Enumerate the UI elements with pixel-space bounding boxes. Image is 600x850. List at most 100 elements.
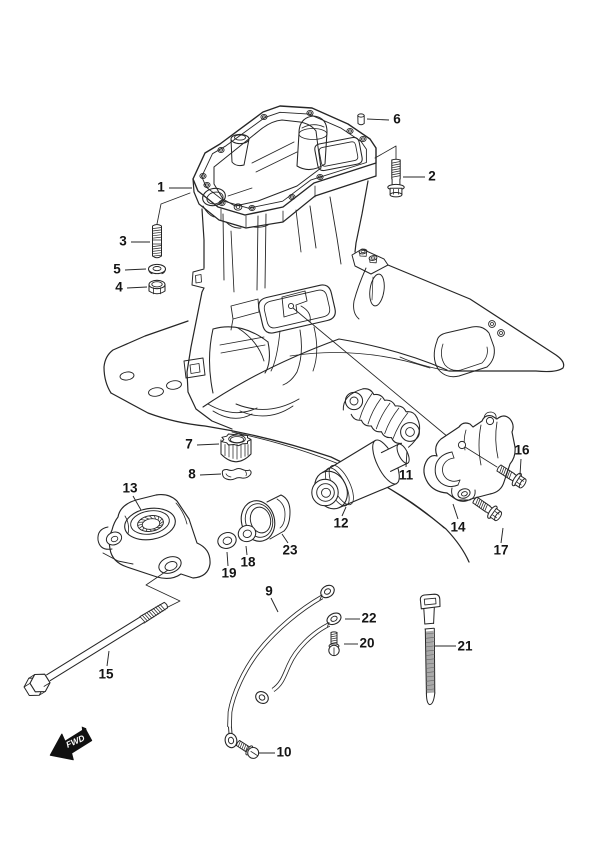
cable-long-lower-terminal (224, 732, 238, 749)
detail-path (451, 487, 476, 501)
part-6-pin (357, 113, 365, 126)
leader-line-19 (226, 551, 229, 567)
detail-path (264, 213, 267, 289)
part-20-screw (328, 631, 340, 657)
detail-ellipse (262, 115, 266, 119)
detail-line (425, 662, 435, 665)
part-10-screw (235, 740, 260, 759)
detail-path (369, 258, 377, 264)
detail-path (362, 388, 418, 419)
detail-ellipse (518, 478, 527, 489)
cable-long (227, 595, 324, 728)
detail-line (245, 745, 249, 752)
part-label-19: 19 (221, 566, 236, 581)
detail-path (419, 593, 441, 610)
fwd-arrow-edge (81, 726, 87, 733)
detail-line (516, 482, 522, 486)
fwd-arrow (49, 726, 93, 761)
part-3-stud (152, 224, 162, 259)
part-label-4: 4 (115, 280, 123, 295)
detail-ellipse (494, 511, 503, 522)
leader-part3-install (156, 192, 191, 225)
flange-bolt-hole (316, 173, 324, 181)
housing-large-cylinder-boss (296, 115, 328, 171)
part-label-11: 11 (399, 468, 414, 483)
leader-line-5 (124, 268, 147, 271)
detail-path (256, 215, 259, 291)
part-9-ground-cables (224, 584, 342, 749)
detail-line (519, 478, 524, 482)
skirt-square-tab (183, 357, 206, 379)
detail-path (425, 692, 436, 706)
detail-path (225, 473, 232, 478)
part-label-6: 6 (393, 112, 401, 127)
detail-ellipse (147, 263, 167, 275)
detail-line (139, 616, 146, 623)
detail-line (503, 467, 507, 476)
detail-line (391, 165, 401, 169)
detail-path (441, 343, 488, 371)
detail-path (227, 187, 253, 197)
housing-lower-cavity (209, 328, 214, 394)
part-2-flange-bolt (387, 158, 405, 198)
detail-path (195, 274, 202, 284)
detail-path (263, 289, 331, 329)
detail-line (508, 471, 513, 480)
detail-path (321, 439, 377, 474)
platform-boss (358, 248, 368, 255)
detail-line (159, 518, 163, 523)
leader-line-9 (270, 597, 279, 613)
detail-line (425, 632, 435, 635)
part-label-17: 17 (493, 543, 508, 558)
detail-ellipse (158, 556, 182, 574)
leader-line-4 (126, 286, 148, 289)
detail-line (148, 515, 153, 520)
detail-path (442, 457, 461, 482)
detail-ellipse (348, 129, 352, 133)
detail-path (309, 205, 317, 249)
part-13-mount-housing (97, 494, 211, 580)
detail-ellipse (206, 191, 224, 205)
wing-pocket (433, 326, 495, 378)
detail-line (23, 682, 31, 688)
detail-line (152, 234, 162, 237)
detail-ellipse (461, 491, 468, 497)
cable-short-lower-terminal (255, 691, 269, 704)
detail-ellipse (141, 518, 161, 530)
housing-ledge (230, 298, 260, 320)
housing-body-right-edge (354, 180, 369, 253)
detail-line (157, 516, 160, 521)
detail-path (301, 124, 325, 129)
detail-ellipse (110, 535, 119, 543)
detail-path (371, 276, 374, 301)
detail-path (189, 363, 201, 374)
detail-ellipse (224, 732, 238, 749)
detail-line (250, 751, 258, 756)
detail-path (175, 502, 188, 525)
detail-line (391, 161, 401, 164)
detail-line (391, 168, 401, 171)
skirt-bottom-arc (110, 392, 470, 563)
bracket-bolt-hole (485, 416, 495, 426)
detail-path (300, 305, 311, 323)
part-label-16: 16 (514, 443, 530, 458)
detail-ellipse (205, 183, 209, 187)
detail-ellipse (124, 507, 176, 541)
detail-path (207, 403, 258, 414)
detail-line (330, 635, 338, 638)
skirt-hole (148, 387, 164, 397)
detail-path (312, 326, 318, 372)
detail-path (253, 224, 269, 228)
cable-short (271, 622, 331, 692)
flange-bolt-hole (306, 109, 314, 117)
detail-line (391, 163, 401, 166)
detail-path (230, 138, 250, 167)
detail-path (97, 526, 113, 550)
detail-line (149, 528, 153, 532)
cable-short-upper-terminal (326, 612, 342, 626)
detail-line (492, 514, 497, 519)
detail-line (159, 521, 164, 525)
part-label-10: 10 (276, 745, 291, 760)
detail-ellipse (227, 736, 235, 745)
flange-small-boss (233, 203, 243, 211)
